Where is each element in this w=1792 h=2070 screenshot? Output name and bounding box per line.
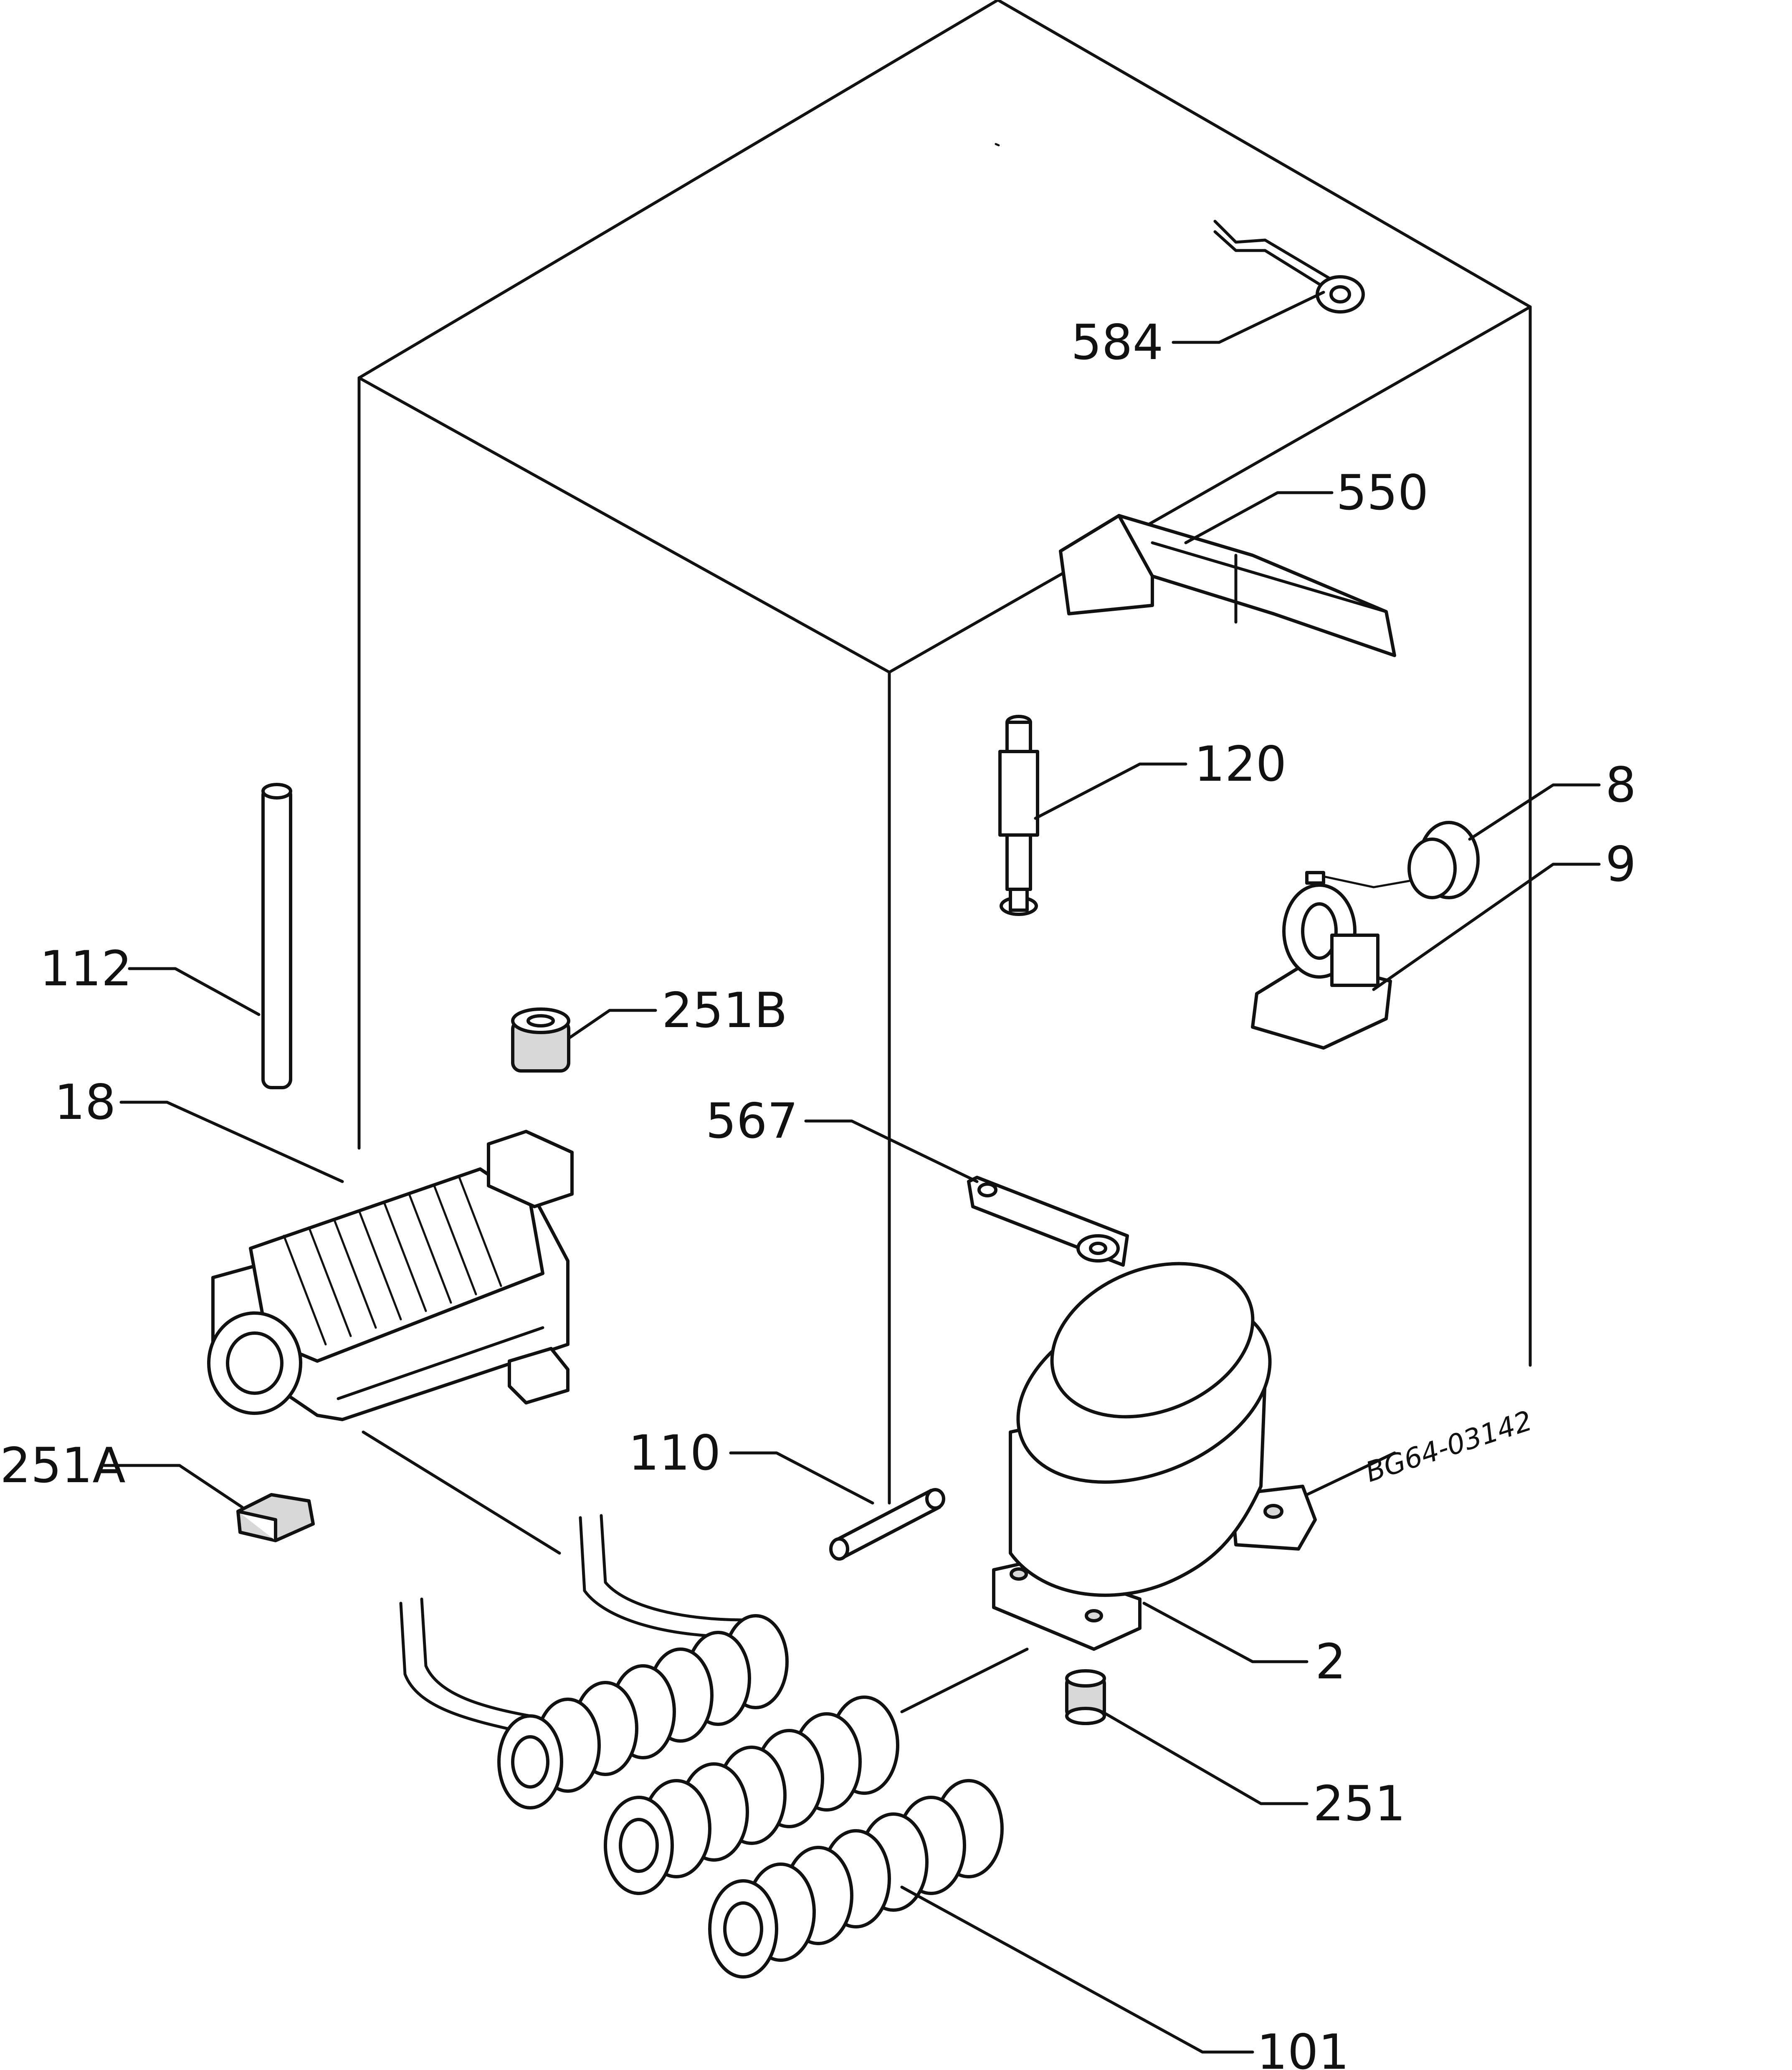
callout-9: 9: [1605, 836, 1636, 893]
callout-2: 2: [1315, 1634, 1346, 1690]
leader-112: [128, 967, 261, 1016]
leader-251: [1101, 1710, 1309, 1805]
part-101-condenser-coil: [399, 1514, 1004, 1979]
part-9-clip: [1251, 883, 1392, 1050]
leader-lines: [103, 291, 1601, 2054]
callout-8: 8: [1605, 757, 1636, 813]
leader-251a: [103, 1464, 244, 1509]
coil-row-2: [604, 1695, 899, 1895]
part-584-sensor: [1213, 220, 1365, 314]
callout-120: 120: [1194, 736, 1286, 792]
part-110-rod: [829, 1488, 945, 1561]
callout-584: 584: [1071, 314, 1163, 371]
part-18-fan-motor: [207, 1130, 574, 1421]
part-2-compressor: [992, 1262, 1317, 1651]
coil-row-1: [497, 1614, 789, 1809]
callout-251: 251: [1313, 1776, 1405, 1832]
callout-550: 550: [1336, 465, 1428, 521]
part-120-pin: [998, 715, 1039, 916]
leader-567: [804, 1119, 979, 1183]
drawing-reference-code: BG64-03142: [1362, 1404, 1536, 1488]
coil-row-3: [708, 1779, 1004, 1979]
leader-8: [1468, 783, 1601, 841]
leader-9: [1372, 863, 1601, 991]
cabinet-outline: [357, 0, 1532, 1713]
part-567-strap: [967, 1176, 1129, 1267]
leader-120: [1034, 762, 1187, 820]
part-251a-block: [236, 1493, 315, 1542]
callout-labels: 584 550 120 8 9 112 251B 18 567 251A 110…: [0, 314, 1636, 2070]
leader-110: [729, 1451, 874, 1505]
callout-112: 112: [40, 941, 132, 997]
leader-251b: [568, 1009, 657, 1039]
part-550-bracket: [1059, 514, 1396, 657]
callout-110: 110: [628, 1425, 721, 1481]
callout-567: 567: [706, 1093, 798, 1149]
leader-101: [900, 1885, 1254, 2054]
leader-584: [1172, 291, 1325, 344]
leader-2: [1142, 1602, 1309, 1663]
callout-251b: 251B: [662, 982, 787, 1039]
callout-251a: 251A: [0, 1437, 126, 1494]
callout-18: 18: [54, 1074, 116, 1131]
callout-101: 101: [1257, 2024, 1349, 2070]
part-8-relay: [1305, 821, 1480, 899]
leader-550: [1184, 491, 1334, 544]
part-112-tube: [261, 783, 292, 1089]
part-251-grommet: [1065, 1669, 1106, 1725]
leader-18: [119, 1101, 344, 1183]
part-251b-sleeve: [511, 1007, 570, 1073]
